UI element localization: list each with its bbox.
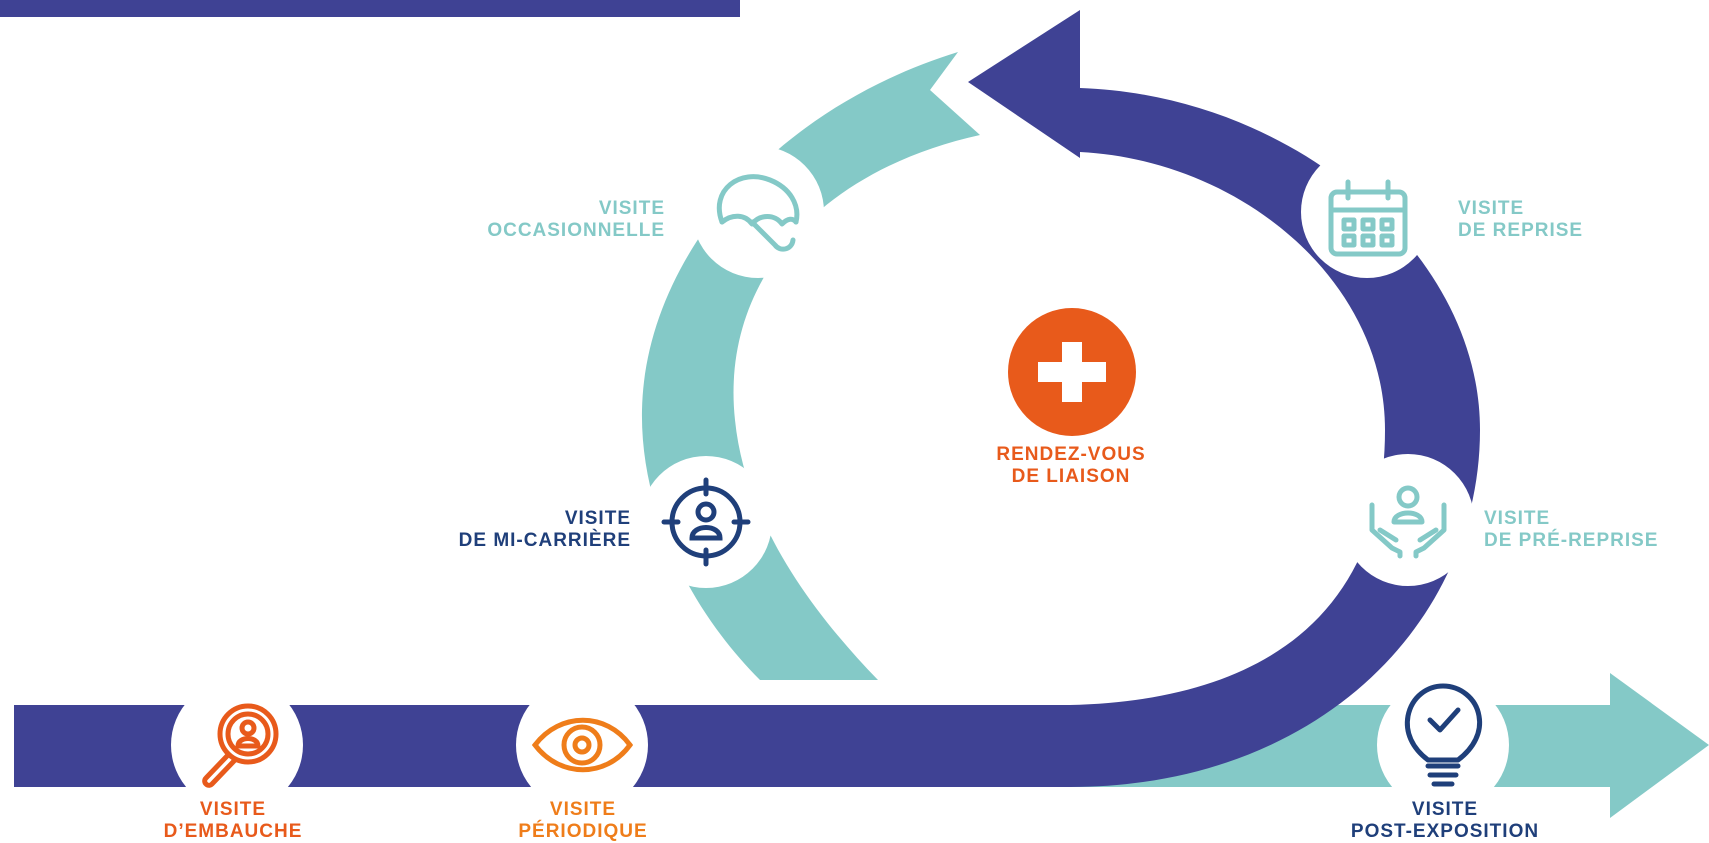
label-mi-carriere-line2: DE MI-CARRIÈRE — [458, 530, 631, 551]
hands-holding-person-icon — [1369, 485, 1447, 559]
label-mi-carriere-line1: VISITE — [564, 508, 631, 529]
target-person-icon — [661, 477, 751, 567]
label-post-exposition-line1: VISITE — [1411, 799, 1479, 820]
lightbulb-check-icon — [1404, 683, 1483, 787]
header-bar — [0, 0, 740, 17]
calendar-icon — [1328, 179, 1408, 257]
label-mi-carriere: VISITE DE MI-CARRIÈRE — [459, 508, 631, 552]
label-periodique: VISITE PÉRIODIQUE — [518, 799, 647, 843]
label-reprise-line1: VISITE — [1458, 198, 1525, 219]
label-periodique-line1: VISITE — [549, 799, 617, 820]
label-embauche: VISITE D’EMBAUCHE — [164, 799, 303, 843]
label-pre-reprise-line2: DE PRÉ-REPRISE — [1484, 530, 1659, 551]
label-occasionnelle-line1: VISITE — [598, 198, 665, 219]
label-periodique-line2: PÉRIODIQUE — [518, 821, 648, 842]
label-center: RENDEZ-VOUS DE LIAISON — [996, 444, 1145, 488]
label-reprise-line2: DE REPRISE — [1458, 220, 1584, 241]
label-center-line2: DE LIAISON — [1011, 466, 1131, 487]
label-embauche-line1: VISITE — [199, 799, 267, 820]
magnifier-person-icon — [202, 703, 279, 788]
medical-cross-icon — [1008, 308, 1136, 436]
label-post-exposition-line2: POST-EXPOSITION — [1350, 821, 1540, 842]
label-center-line1: RENDEZ-VOUS — [996, 444, 1146, 465]
label-occasionnelle: VISITE OCCASIONNELLE — [487, 198, 665, 242]
label-embauche-line2: D’EMBAUCHE — [163, 821, 303, 842]
disc-periodique — [516, 679, 648, 811]
label-pre-reprise-line1: VISITE — [1484, 508, 1551, 529]
umbrella-icon — [716, 174, 800, 252]
loop-arrowhead — [968, 10, 1080, 158]
label-reprise: VISITE DE REPRISE — [1458, 198, 1583, 242]
disc-post-exposition — [1377, 679, 1509, 811]
label-post-exposition: VISITE POST-EXPOSITION — [1351, 799, 1539, 843]
label-pre-reprise: VISITE DE PRÉ-REPRISE — [1484, 508, 1658, 552]
label-occasionnelle-line2: OCCASIONNELLE — [487, 220, 665, 241]
disc-occasionnelle — [692, 146, 824, 278]
eye-icon — [531, 717, 634, 773]
